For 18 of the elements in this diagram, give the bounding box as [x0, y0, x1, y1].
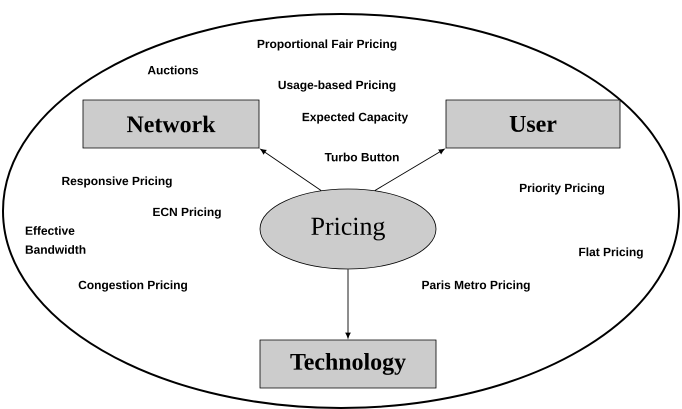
- label-box: Network: [82, 100, 260, 148]
- label-box: User: [446, 100, 620, 148]
- arrow: [374, 148, 445, 191]
- pricing-term: Turbo Button: [324, 152, 399, 162]
- pricing-term: Usage-based Pricing: [278, 80, 396, 92]
- pricing-term: Responsive Pricing: [62, 176, 172, 188]
- pricing-term: Effective Bandwidth: [26, 226, 86, 254]
- pricing-term: Congestion Pricing: [78, 280, 187, 292]
- pricing-term: Expected Capacity: [302, 112, 408, 124]
- pricing-term: Flat Pricing: [579, 247, 643, 259]
- pricing-term: Paris Metro Pricing: [422, 280, 530, 292]
- pricing-term: Priority Pricing: [520, 183, 604, 195]
- pricing-term: Auctions: [148, 66, 198, 74]
- pricing-term: Proportional Fair Pricing: [258, 39, 396, 51]
- pricing-term: ECN Pricing: [153, 207, 221, 219]
- arrow: [260, 148, 322, 191]
- label-box: Technology: [260, 340, 436, 388]
- arrow: [345, 268, 351, 338]
